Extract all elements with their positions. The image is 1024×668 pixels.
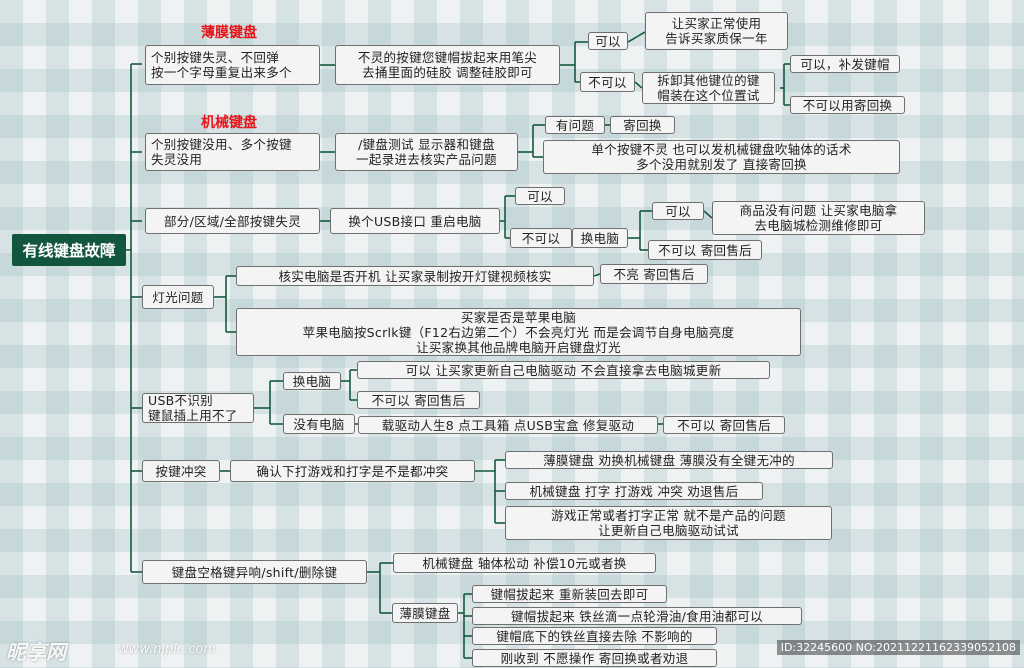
membrane-keyboard-label: 薄膜键盘 xyxy=(201,25,257,41)
step-change-computer: 换电脑 xyxy=(572,228,628,248)
connector-line xyxy=(593,273,601,277)
result-mechanical-persuade: 机械键盘 打字 打游戏 冲突 劝退售后 xyxy=(505,482,763,500)
branch-lighting: 灯光问题 xyxy=(142,285,214,309)
step-change-usb-port: 换个USB接口 重启电脑 xyxy=(330,208,500,234)
step-driver-repair-tool: 载驱动人生8 点工具箱 点USB宝盒 修复驱动 xyxy=(358,416,658,434)
outcome-ok: 可以 xyxy=(515,187,565,205)
outcome-ok: 可以 xyxy=(588,32,628,50)
step-verify-power-video: 核实电脑是否开机 让买家录制按开灯键视频核实 xyxy=(236,266,594,286)
outcome-not-ok: 不可以 xyxy=(580,72,635,92)
result-send-keycap: 可以，补发键帽 xyxy=(790,55,900,73)
fix-reinstall-keycap: 键帽拔起来 重新装回去即可 xyxy=(472,585,667,603)
result-update-driver: 游戏正常或者打字正常 就不是产品的问题 让更新自己电脑驱动试试 xyxy=(505,506,832,540)
result-return-exchange: 不可以用寄回换 xyxy=(790,96,905,114)
outcome-ok: 可以 xyxy=(652,202,704,220)
branch-partial-keys-dead: 部分/区域/全部按键失灵 xyxy=(145,208,320,234)
watermark-url: www.nipic.com xyxy=(118,642,216,657)
branch-key-noise: 键盘空格键异响/shift/删除键 xyxy=(142,560,367,584)
note-blow-switch-script: 单个按键不灵 也可以发机械键盘吹轴体的话术 多个没用就别发了 直接寄回换 xyxy=(543,140,900,174)
result-update-driver: 可以 让买家更新自己电脑驱动 不会直接拿去电脑城更新 xyxy=(357,361,770,379)
root-node: 有线键盘故障 xyxy=(12,234,126,266)
result-mechanical-compensate: 机械键盘 轴体松动 补偿10元或者换 xyxy=(393,553,656,573)
branch-no-computer: 没有电脑 xyxy=(283,414,355,434)
mechanical-keyboard-label: 机械键盘 xyxy=(201,115,257,131)
connector-line xyxy=(634,81,643,89)
result-keep-using: 让买家正常使用 告诉买家质保一年 xyxy=(645,12,788,50)
fix-remove-wire: 键帽底下的铁丝直接去除 不影响的 xyxy=(472,627,717,645)
step-change-computer: 换电脑 xyxy=(283,372,341,390)
branch-mechanical-keys-dead: 个别按键没用、多个按键 失灵没用 xyxy=(145,133,320,171)
fix-oil-wire: 键帽拔起来 铁丝滴一点轮滑油/食用油都可以 xyxy=(472,607,802,625)
step-keyboard-test-video: /键盘测试 显示器和键盘 一起录进去核实产品问题 xyxy=(335,133,518,171)
branch-key-conflict: 按键冲突 xyxy=(142,460,220,482)
result-return-aftersales: 不可以 寄回售后 xyxy=(357,391,480,409)
step-reseat-silicone: 不灵的按键您键帽拔起来用笔尖 去捅里面的硅胶 调整硅胶即可 xyxy=(335,45,560,85)
step-check-conflict: 确认下打游戏和打字是不是都冲突 xyxy=(230,460,475,482)
fix-return-or-persuade: 刚收到 不愿操作 寄回换或者劝退 xyxy=(472,649,717,667)
result-membrane-suggest-mechanical: 薄膜键盘 劝换机械键盘 薄膜没有全键无冲的 xyxy=(505,451,833,469)
result-no-light-return: 不亮 寄回售后 xyxy=(600,264,708,284)
connector-line xyxy=(627,31,646,43)
result-return-aftersales: 不可以 寄回售后 xyxy=(648,240,762,260)
result-return-exchange: 寄回换 xyxy=(610,116,675,134)
branch-usb-not-recognized: USB不识别 键鼠插上用不了 xyxy=(142,393,254,423)
outcome-has-problem: 有问题 xyxy=(545,116,605,134)
watermark-id: ID:32245600 NO:20211221162339052108 xyxy=(776,640,1020,655)
result-return-aftersales: 不可以 寄回售后 xyxy=(663,416,785,434)
outcome-not-ok: 不可以 xyxy=(510,228,572,248)
branch-membrane: 薄膜键盘 xyxy=(392,603,458,623)
connector-line xyxy=(703,210,713,219)
branch-key-unresponsive: 个别按键失灵、不回弹 按一个字母重复出来多个 xyxy=(145,45,320,85)
note-apple-scrlk: 买家是否是苹果电脑 苹果电脑按Scrlk键（F12右边第二个）不会亮灯光 而是会… xyxy=(236,308,801,356)
watermark-logo: 昵享网 xyxy=(6,640,66,664)
step-swap-keycap: 拆卸其他键位的键 帽装在这个位置试 xyxy=(642,72,775,104)
result-computer-repair: 商品没有问题 让买家电脑拿 去电脑城检测维修即可 xyxy=(712,201,925,235)
